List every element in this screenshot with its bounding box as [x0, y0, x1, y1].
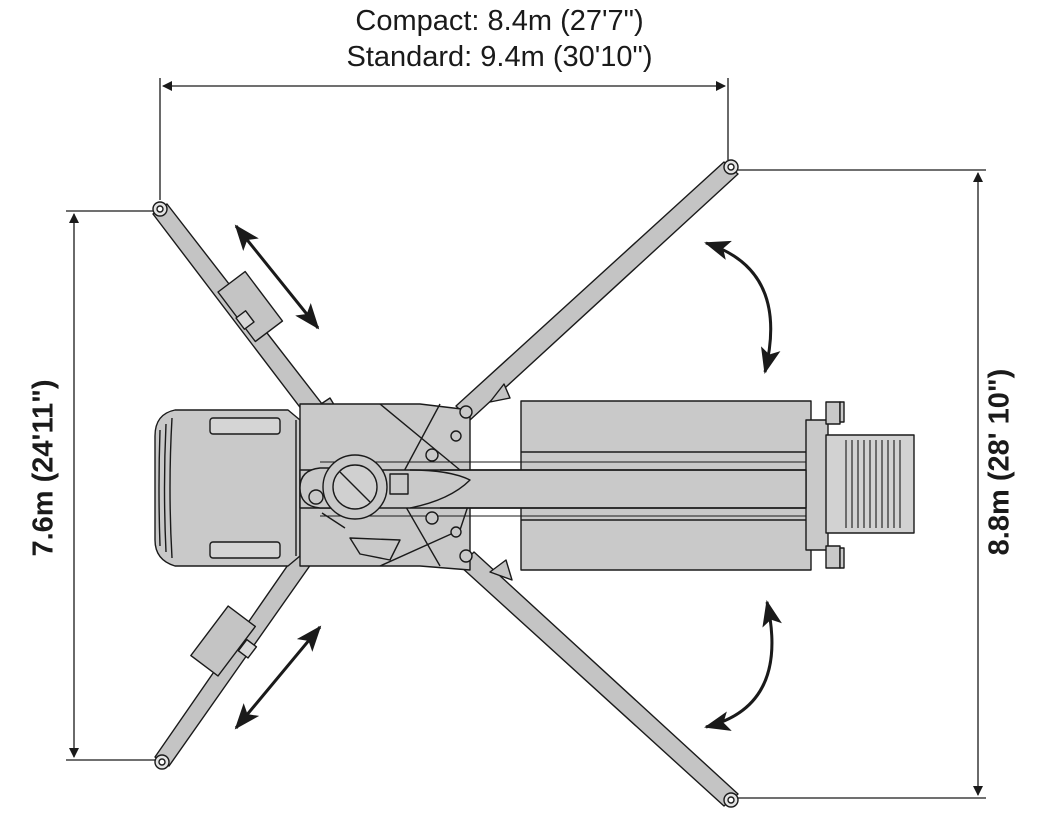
- extend-arrow-lower-left: [234, 625, 322, 730]
- left-span-label: 7.6m (24'11"): [27, 379, 60, 557]
- outrigger-lower-right: [459, 551, 739, 807]
- right-span-dimension: [738, 169, 986, 799]
- extend-arrow-upper-left: [234, 224, 320, 330]
- left-span-dimension: [66, 210, 156, 761]
- width-dimension: [159, 78, 729, 200]
- outrigger-pads: [152, 159, 739, 808]
- swing-arrow-upper: [704, 240, 781, 374]
- width-standard-label: Standard: 9.4m (30'10"): [346, 41, 653, 73]
- right-span-label: 8.8m (28' 10"): [983, 368, 1016, 556]
- outrigger-upper-right: [455, 161, 739, 421]
- motion-arrows: [234, 224, 782, 731]
- swing-arrow-lower: [704, 600, 782, 731]
- width-compact-label: Compact: 8.4m (27'7"): [355, 5, 644, 37]
- crane-body: [154, 400, 915, 571]
- cab: [154, 409, 301, 567]
